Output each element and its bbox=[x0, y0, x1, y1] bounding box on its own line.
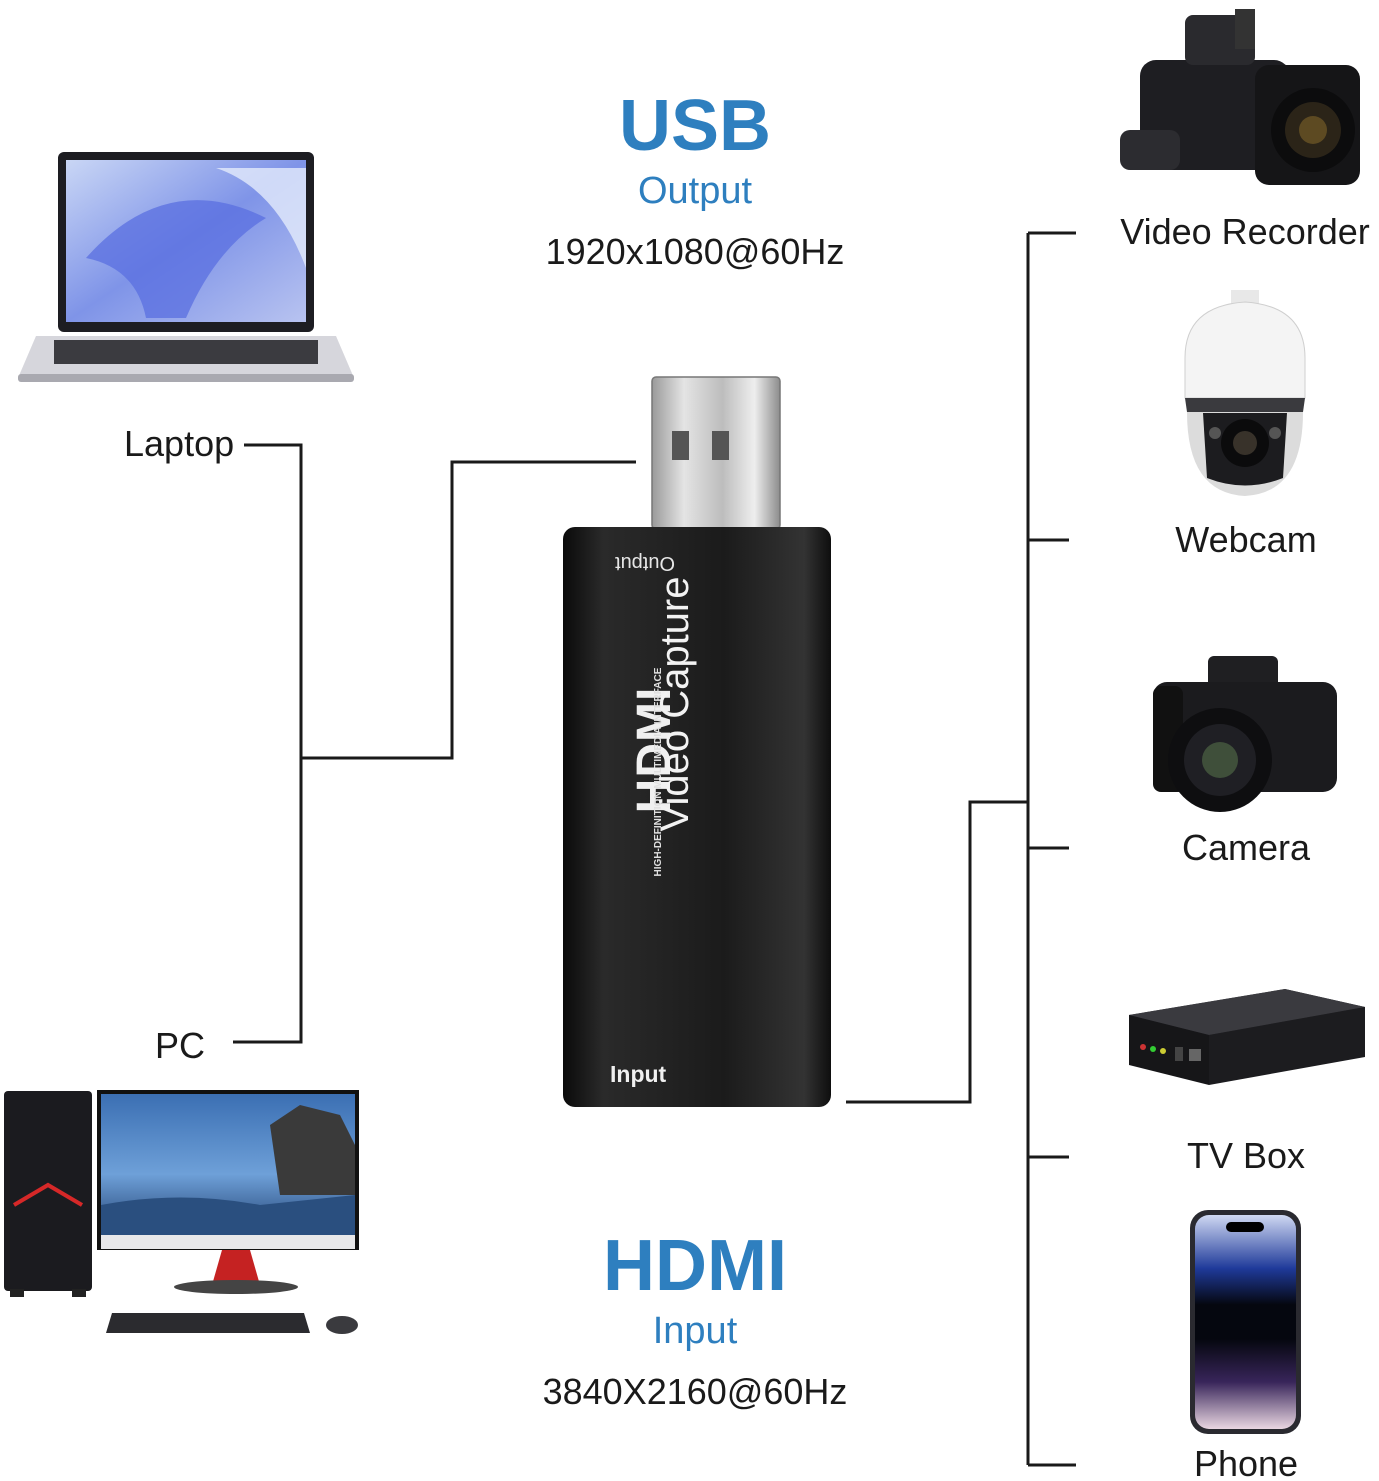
tv-box-icon bbox=[1125, 985, 1370, 1095]
input-spec: 3840X2160@60Hz bbox=[542, 1371, 848, 1412]
left-bracket-line bbox=[233, 443, 303, 1044]
ptz-webcam-icon bbox=[1175, 288, 1315, 498]
output-spec: 1920x1080@60Hz bbox=[545, 231, 845, 272]
laptop-label: Laptop bbox=[124, 423, 235, 464]
phone-label: Phone bbox=[1193, 1443, 1299, 1481]
pc-label: PC bbox=[155, 1025, 206, 1066]
camera-label: Camera bbox=[1181, 827, 1311, 868]
output-subtitle: Output bbox=[637, 170, 753, 212]
camcorder-icon bbox=[1115, 5, 1365, 195]
phone-icon bbox=[1188, 1208, 1303, 1436]
video-recorder-label: Video Recorder bbox=[1120, 211, 1370, 252]
hdmi-connector-line bbox=[846, 800, 1028, 1104]
laptop-icon bbox=[16, 148, 356, 388]
camera-icon bbox=[1150, 652, 1340, 812]
dongle-input-label: Input bbox=[610, 1061, 667, 1087]
video-capture-dongle: Output HDMI HIGH-DEFINITION MULTIMEDIA I… bbox=[560, 375, 840, 1110]
webcam-label: Webcam bbox=[1175, 519, 1317, 560]
usb-connector-line bbox=[301, 460, 636, 760]
dongle-product-name: Video Capture bbox=[653, 576, 697, 832]
output-title: USB bbox=[618, 86, 771, 166]
tv-box-label: TV Box bbox=[1186, 1135, 1306, 1176]
input-subtitle: Input bbox=[652, 1310, 738, 1352]
desktop-pc-icon bbox=[0, 1085, 370, 1340]
input-title: HDMI bbox=[603, 1226, 787, 1306]
